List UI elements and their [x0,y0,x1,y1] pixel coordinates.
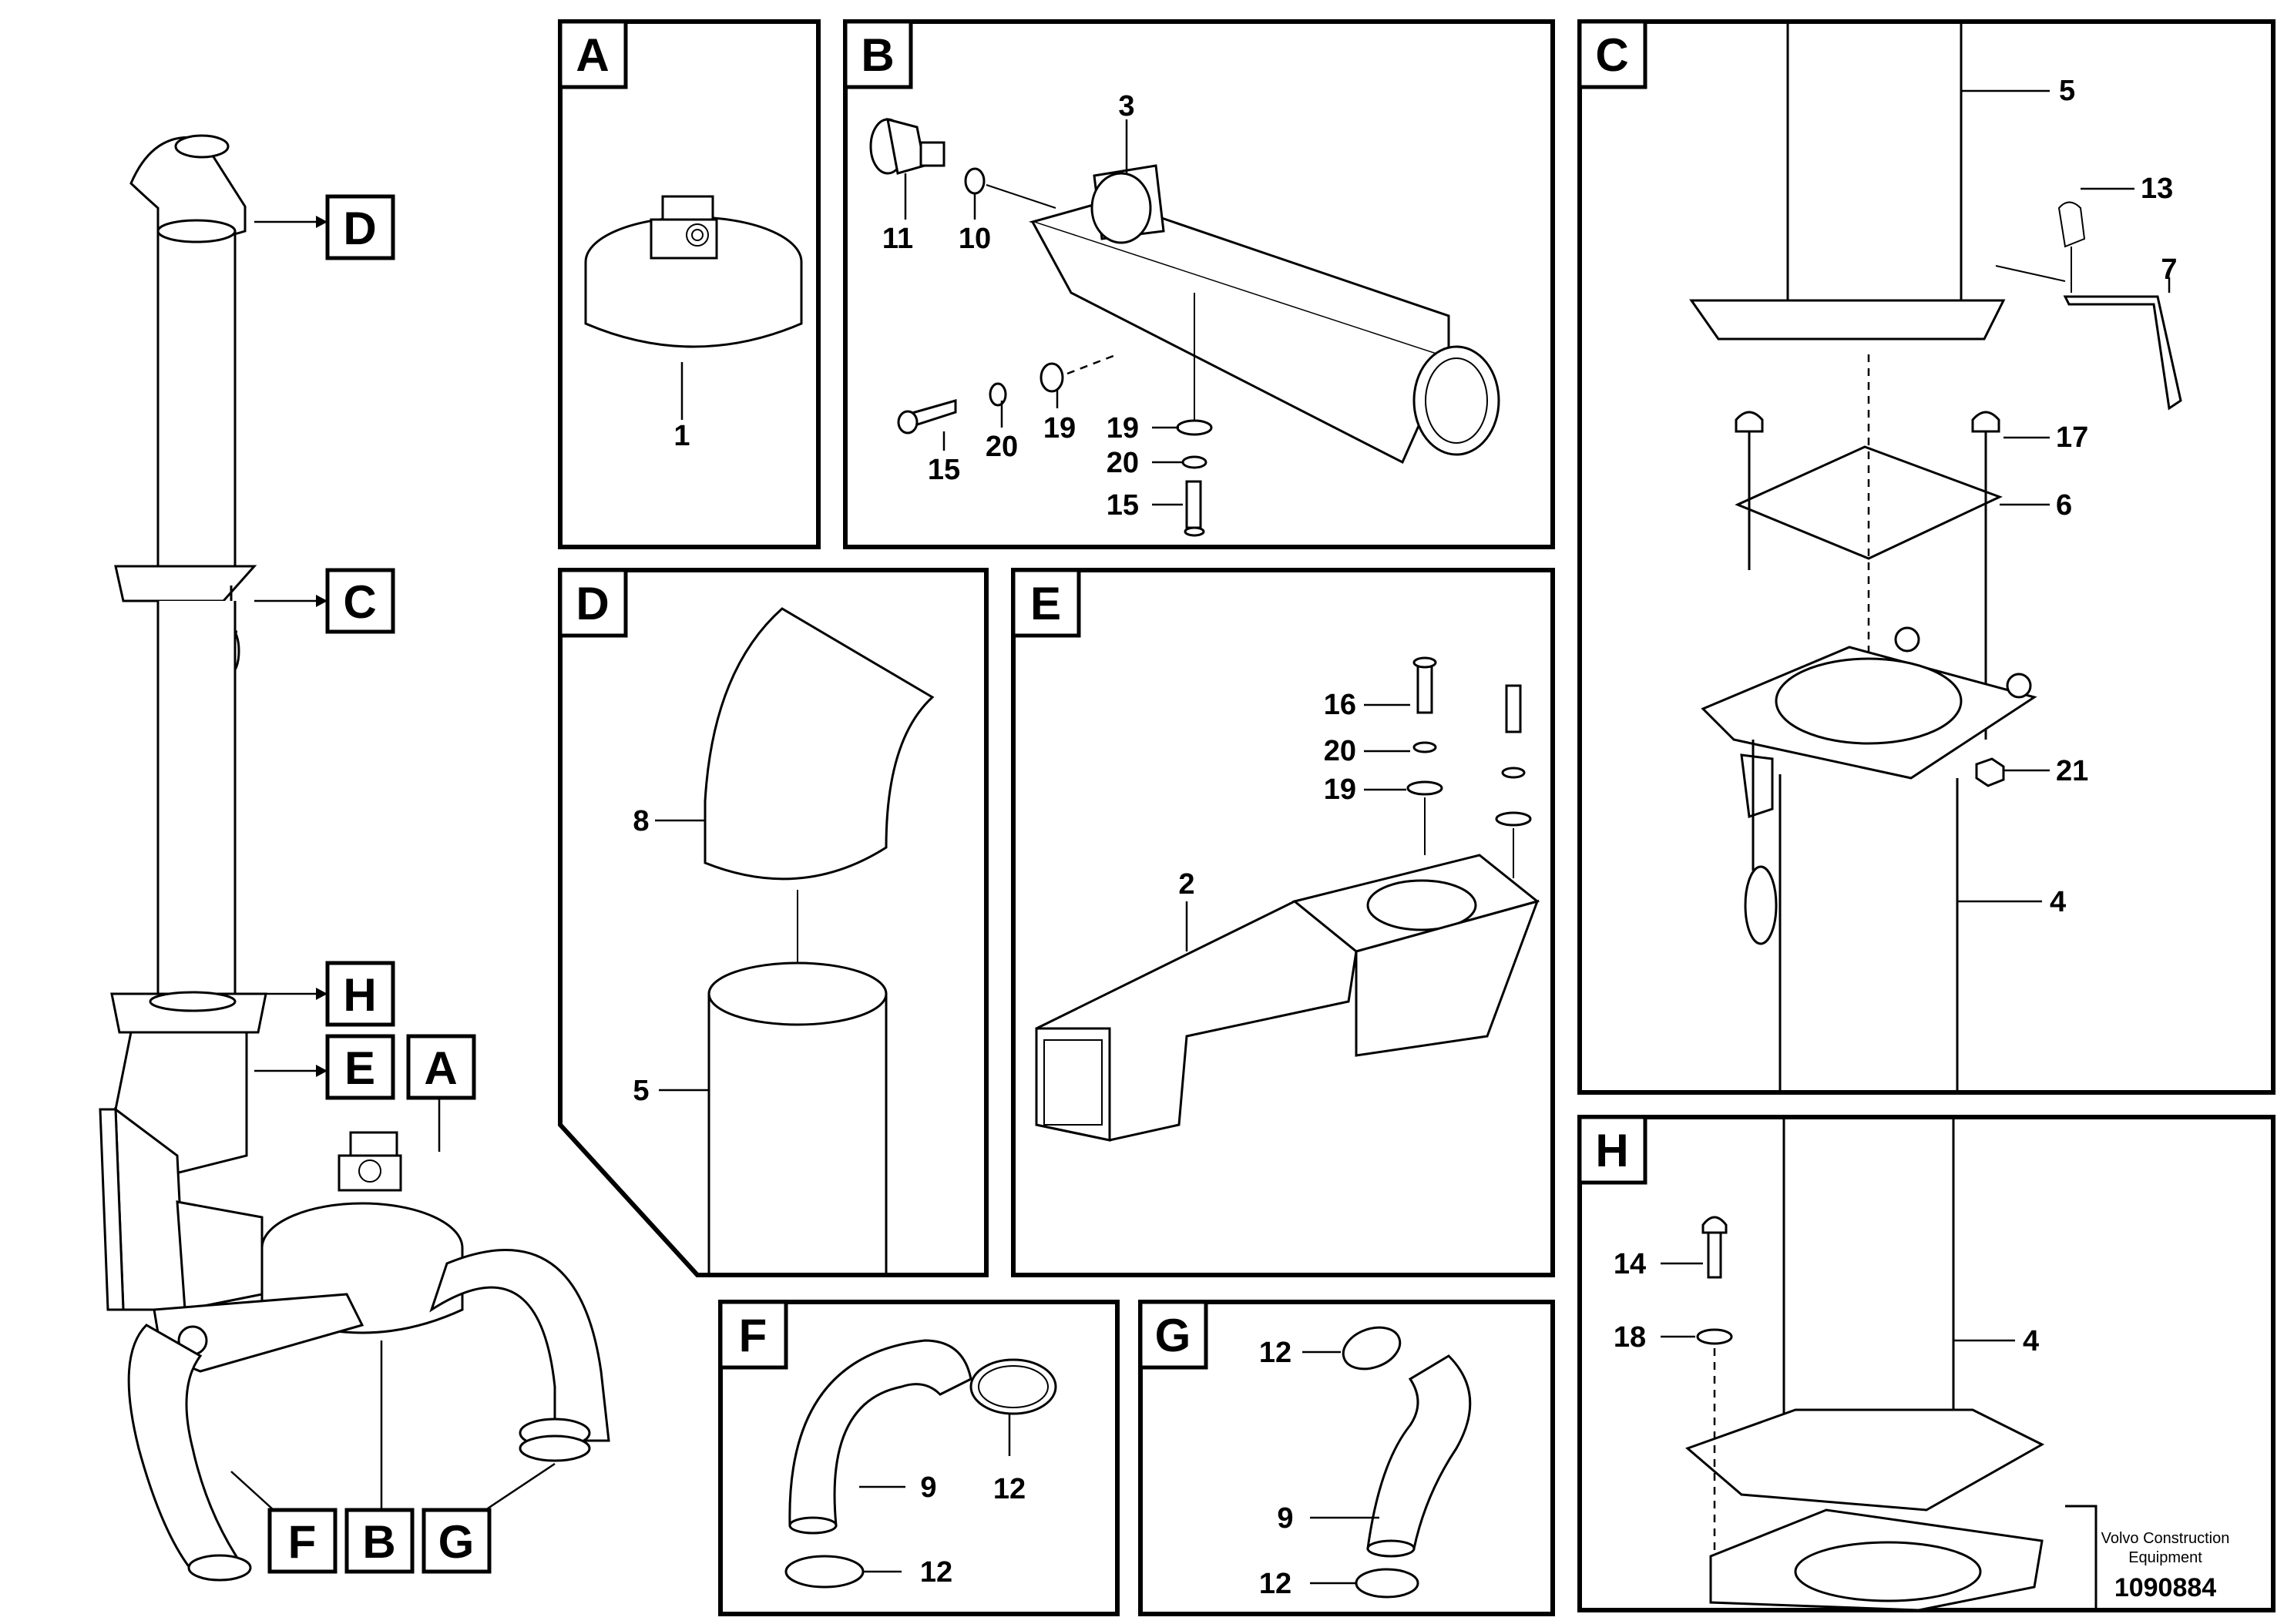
panel-a-letter: A [576,29,609,81]
panel-c-callout-7: 7 [2161,253,2177,286]
panel-g-callout-12a: 12 [1259,1337,1291,1369]
panel-b-callout-19b: 19 [1107,412,1139,445]
panel-b-callout-15a: 15 [928,454,960,486]
panel-g-callout-12b: 12 [1259,1568,1291,1600]
panel-b-callout-15b: 15 [1107,489,1139,522]
panel-e-callout-16: 16 [1324,689,1356,721]
panel-c-callout-13: 13 [2141,173,2173,205]
panel-e: E 16 20 19 2 [1011,568,1555,1277]
overview-label-a-box [406,1034,476,1100]
panel-e-letter: E [1030,578,1061,629]
overview-label-a: A [424,1042,457,1094]
overview-label-d: D [343,203,376,254]
panel-h-letter: H [1595,1125,1628,1176]
panel-f-callout-12b: 12 [920,1556,952,1589]
overview-label-e: E [344,1042,375,1094]
footer-drawing-number: 1090884 [2114,1573,2216,1602]
panel-a: A 1 [558,19,821,549]
panel-f-callout-9: 9 [920,1471,936,1504]
panel-f: F 9 12 12 [718,1300,1120,1616]
overview-label-d-box [325,194,395,260]
overview-label-b-box [344,1508,415,1574]
panel-f-callout-12a: 12 [993,1473,1026,1505]
panel-g-callout-9: 9 [1277,1502,1293,1535]
panel-d: D 8 5 [558,568,989,1277]
panel-a-callout-1: 1 [673,420,690,452]
overview-label-h-box [325,961,395,1027]
title-block: Volvo Construction Equipment 1090884 [2065,1505,2230,1610]
panel-b: B 3 11 1 [843,19,1555,549]
panel-b-callout-3: 3 [1118,90,1134,122]
panel-c-callout-5: 5 [2059,75,2075,107]
footer-company-line1: Volvo Construction [2101,1530,2230,1547]
panel-e-callout-20: 20 [1324,735,1356,767]
panel-c-letter: C [1595,29,1628,81]
overview-label-e-box [325,1034,395,1100]
panel-h-callout-4: 4 [2023,1325,2039,1357]
panel-b-callout-11: 11 [882,223,913,255]
overview-label-c-box [325,568,395,634]
panel-c-callout-21: 21 [2056,755,2088,787]
panel-b-callout-20a: 20 [986,431,1018,463]
panel-d-callout-8: 8 [633,805,649,837]
overview-leaders [230,216,556,1512]
overview-label-g-box [422,1508,492,1574]
overview-label-f: F [288,1516,317,1568]
overview-labels: D C H E A F B G [267,194,492,1574]
panel-g-letter: G [1155,1310,1191,1361]
panel-d-letter: D [576,578,609,629]
overview-label-f-box [267,1508,338,1574]
overview-label-g: G [438,1516,475,1568]
panel-c-callout-6: 6 [2056,489,2072,522]
panel-b-callout-19a: 19 [1043,412,1076,445]
panel-f-letter: F [739,1310,767,1361]
panel-h-callout-18: 18 [1614,1321,1646,1354]
panel-b-letter: B [861,29,894,81]
footer-company-line2: Equipment [2128,1549,2202,1566]
panel-g: G 12 9 12 [1138,1300,1555,1616]
overview-label-c: C [343,576,376,628]
panel-b-callout-10: 10 [959,223,991,255]
panel-e-callout-2: 2 [1178,868,1194,901]
panel-c-callout-4: 4 [2050,886,2066,918]
panel-e-callout-19: 19 [1324,773,1356,806]
panel-h: H 14 18 4 [1577,1115,2276,1612]
overview-label-h: H [343,969,376,1021]
panel-c: C 5 13 [1577,19,2276,1095]
panel-c-callout-17: 17 [2056,421,2088,454]
overview-label-b: B [362,1516,395,1568]
panel-d-callout-5: 5 [633,1075,649,1107]
panel-b-callout-20b: 20 [1107,447,1139,479]
panel-h-callout-14: 14 [1614,1248,1646,1280]
overview-assembly [99,134,610,1582]
